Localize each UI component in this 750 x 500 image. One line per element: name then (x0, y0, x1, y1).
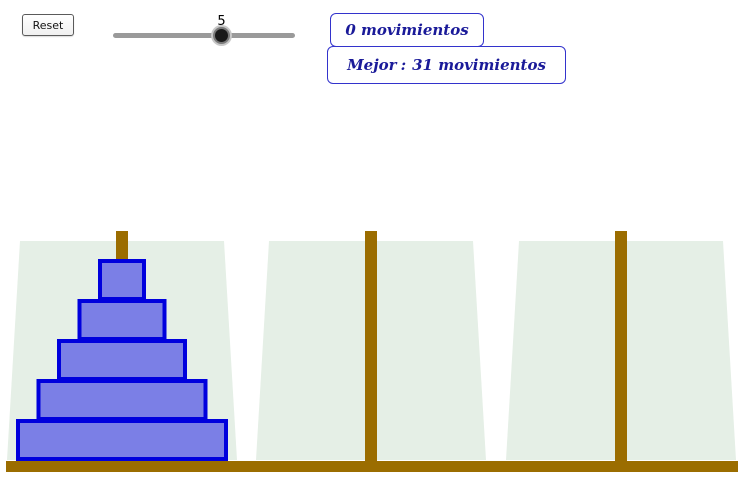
best-moves-box: Mejor:31 movimientos (327, 46, 566, 84)
slider-value-label: 5 (217, 14, 226, 29)
disk-5[interactable] (16, 419, 228, 461)
moves-count: 0 (345, 21, 356, 39)
peg-right[interactable] (615, 231, 627, 461)
disk-4[interactable] (36, 379, 208, 421)
disk-3[interactable] (57, 339, 187, 381)
slider-knob[interactable] (213, 27, 231, 44)
best-separator: : (400, 56, 407, 74)
peg-middle[interactable] (365, 231, 377, 461)
disk-2[interactable] (77, 299, 167, 341)
best-count: 31 (412, 56, 433, 74)
moves-word: movimientos (360, 21, 469, 39)
disk-count-slider[interactable]: 5 (113, 14, 295, 44)
best-word: movimientos (438, 56, 546, 74)
board-base (6, 461, 738, 472)
disk-1[interactable] (98, 259, 146, 301)
slider-track[interactable] (113, 33, 295, 38)
disks-layer (16, 259, 228, 461)
best-label: Mejor (347, 56, 397, 74)
moves-counter: 0 movimientos (330, 13, 484, 47)
reset-button[interactable]: Reset (22, 14, 74, 36)
